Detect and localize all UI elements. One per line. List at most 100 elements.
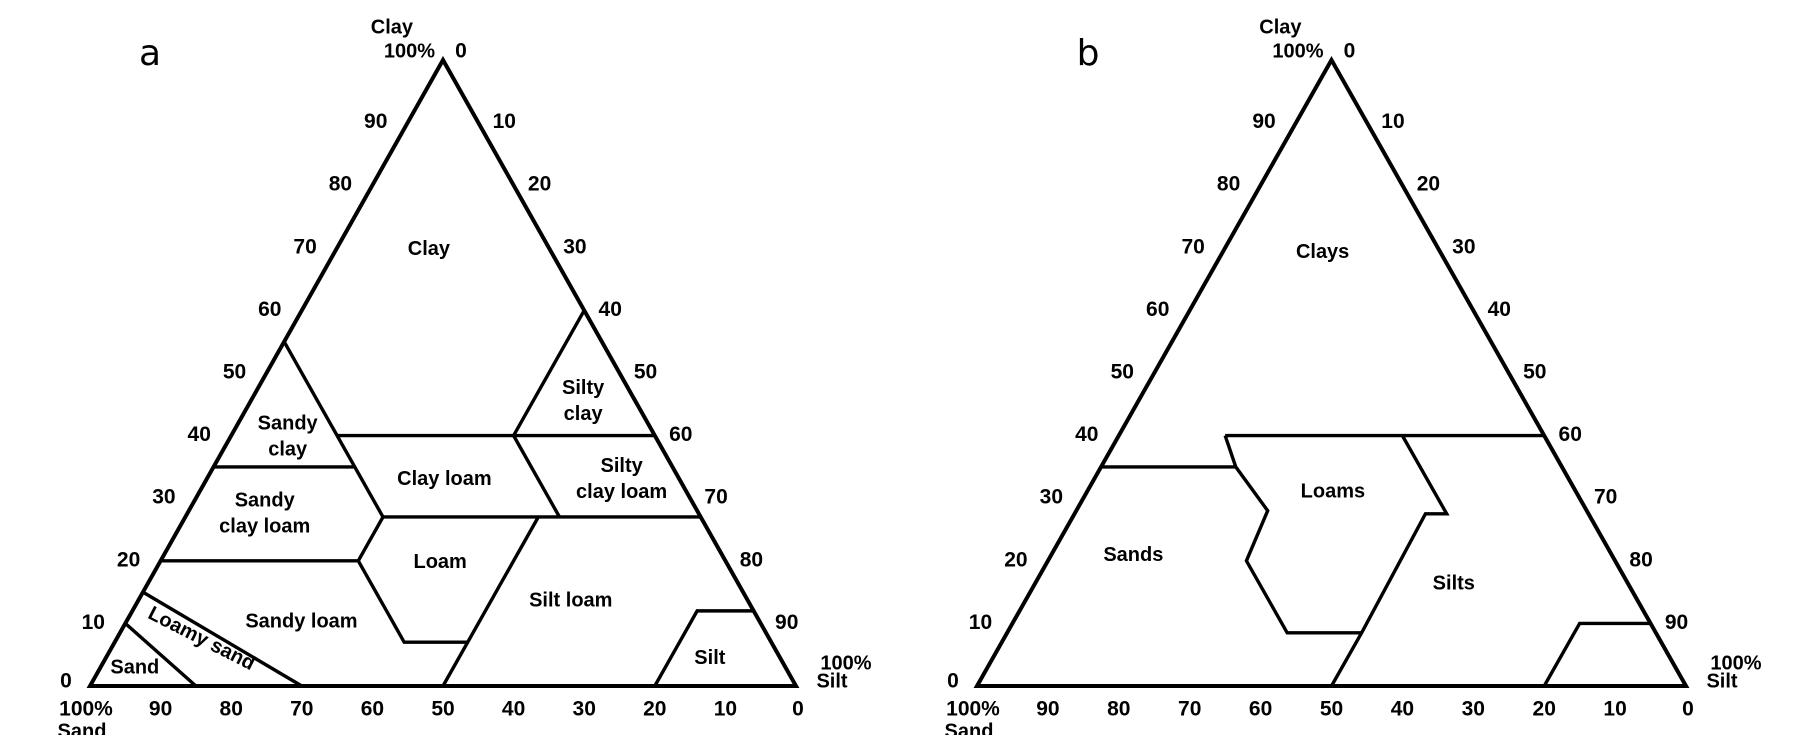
right-zero-label: 0	[792, 698, 804, 721]
class-boundary	[1223, 435, 1362, 635]
region-label-line: Loams	[1301, 481, 1365, 503]
region-label-line: clay	[268, 439, 308, 461]
region-label-line: Clay loam	[397, 468, 491, 490]
sand-tick-label: 90	[1036, 698, 1059, 721]
sand-100-label: 100%	[59, 698, 113, 721]
silt-tick-label: 30	[563, 235, 586, 258]
region-label: Clay	[408, 238, 451, 260]
class-boundary	[282, 340, 385, 518]
class-boundary	[653, 609, 754, 687]
apex-zero-label: 0	[1344, 40, 1356, 63]
region-label-line: clay	[564, 403, 604, 425]
region-label-line: Loamy sand	[144, 602, 258, 675]
clay-tick-label: 70	[293, 235, 316, 258]
silt-tick-label: 70	[1594, 486, 1617, 509]
silt-tick-label: 10	[1381, 110, 1404, 133]
sand-tick-label: 60	[1249, 698, 1272, 721]
sand-tick-label: 10	[714, 698, 737, 721]
class-boundary	[1330, 434, 1450, 687]
clay-tick-label: 30	[1040, 486, 1063, 509]
region-label-line: clay loam	[219, 516, 310, 538]
clay-tick-label: 20	[117, 548, 140, 571]
sand-tick-label: 90	[149, 698, 172, 721]
sand-tick-label: 70	[1178, 698, 1201, 721]
region-label-line: Sands	[1103, 544, 1163, 566]
sand-tick-label: 70	[290, 698, 313, 721]
panel-letter: b	[1077, 33, 1100, 74]
silt-tick-label: 40	[599, 298, 622, 321]
clay-tick-label: 20	[1004, 548, 1027, 571]
region-label-line: Sand	[110, 657, 159, 679]
region-label-line: clay loam	[576, 481, 667, 503]
silt-tick-label: 80	[740, 548, 763, 571]
clay-100-label: 100%	[1272, 40, 1323, 62]
sand-tick-label: 40	[1391, 698, 1414, 721]
region-label-line: Silty	[562, 377, 605, 399]
class-boundary	[356, 559, 468, 644]
region-label: Loam	[414, 551, 467, 573]
sand-tick-label: 60	[361, 698, 384, 721]
silt-tick-label: 20	[1417, 173, 1440, 196]
clay-tick-label: 60	[258, 298, 281, 321]
region-label-line: Loam	[414, 551, 467, 573]
region-label: Silt	[694, 647, 725, 669]
region-label-line: Clays	[1296, 241, 1349, 263]
sand-axis-title: Sand	[945, 720, 994, 735]
clay-tick-label: 10	[82, 611, 105, 634]
apex-zero-label: 0	[455, 40, 467, 63]
region-label-line: Silt	[694, 647, 725, 669]
sand-tick-label: 20	[643, 698, 666, 721]
region-label: Sandy clay	[258, 413, 319, 461]
sand-tick-label: 80	[220, 698, 243, 721]
region-label: Clays	[1296, 241, 1349, 263]
clay-tick-label: 50	[223, 361, 246, 384]
silt-tick-label: 70	[704, 486, 727, 509]
silt-tick-label: 80	[1629, 548, 1652, 571]
silt-tick-label: 30	[1452, 235, 1475, 258]
silt-axis-title: Silt	[1706, 670, 1737, 692]
silt-tick-label: 90	[1665, 611, 1688, 634]
triangle-outline	[86, 55, 800, 688]
region-label-line: Sandy loam	[245, 610, 357, 632]
class-boundary	[142, 590, 303, 688]
region-label: Silts	[1433, 573, 1475, 595]
clay-tick-label: 10	[969, 611, 992, 634]
panel-letter: a	[139, 33, 161, 74]
silt-tick-label: 60	[1559, 423, 1582, 446]
clay-tick-label: 70	[1181, 235, 1204, 258]
silt-100-label: 100%	[820, 652, 871, 674]
region-label-line: Sandy	[258, 413, 319, 435]
clay-100-label: 100%	[384, 40, 435, 62]
sand-tick-label: 50	[431, 698, 454, 721]
clay-tick-label: 90	[364, 110, 387, 133]
right-zero-label: 0	[1682, 698, 1694, 721]
region-label: Clay loam	[397, 468, 491, 490]
region-label: Silty clay	[562, 377, 605, 425]
sand-tick-label: 50	[1320, 698, 1343, 721]
region-label-line: Silts	[1433, 573, 1475, 595]
silt-axis-title: Silt	[816, 670, 847, 692]
clay-tick-label: 40	[188, 423, 211, 446]
class-boundary	[441, 516, 540, 687]
class-boundary	[511, 309, 586, 518]
region-label-line: Clay	[408, 238, 451, 260]
clay-tick-label: 60	[1146, 298, 1169, 321]
silt-100-label: 100%	[1710, 652, 1761, 674]
silt-tick-label: 10	[493, 110, 516, 133]
left-zero-label: 0	[60, 670, 72, 693]
region-label: Loamy sand	[144, 602, 258, 675]
silt-tick-label: 20	[528, 173, 551, 196]
silt-tick-label: 40	[1488, 298, 1511, 321]
clay-axis-title: Clay	[1259, 16, 1302, 38]
sand-tick-label: 10	[1603, 698, 1626, 721]
sand-tick-label: 40	[502, 698, 525, 721]
region-label: Sandy loam	[245, 610, 357, 632]
clay-tick-label: 50	[1111, 361, 1134, 384]
class-boundary	[124, 622, 198, 688]
sand-100-label: 100%	[946, 698, 1000, 721]
clay-axis-title: Clay	[371, 16, 414, 38]
region-label-line: Silty	[600, 455, 643, 477]
